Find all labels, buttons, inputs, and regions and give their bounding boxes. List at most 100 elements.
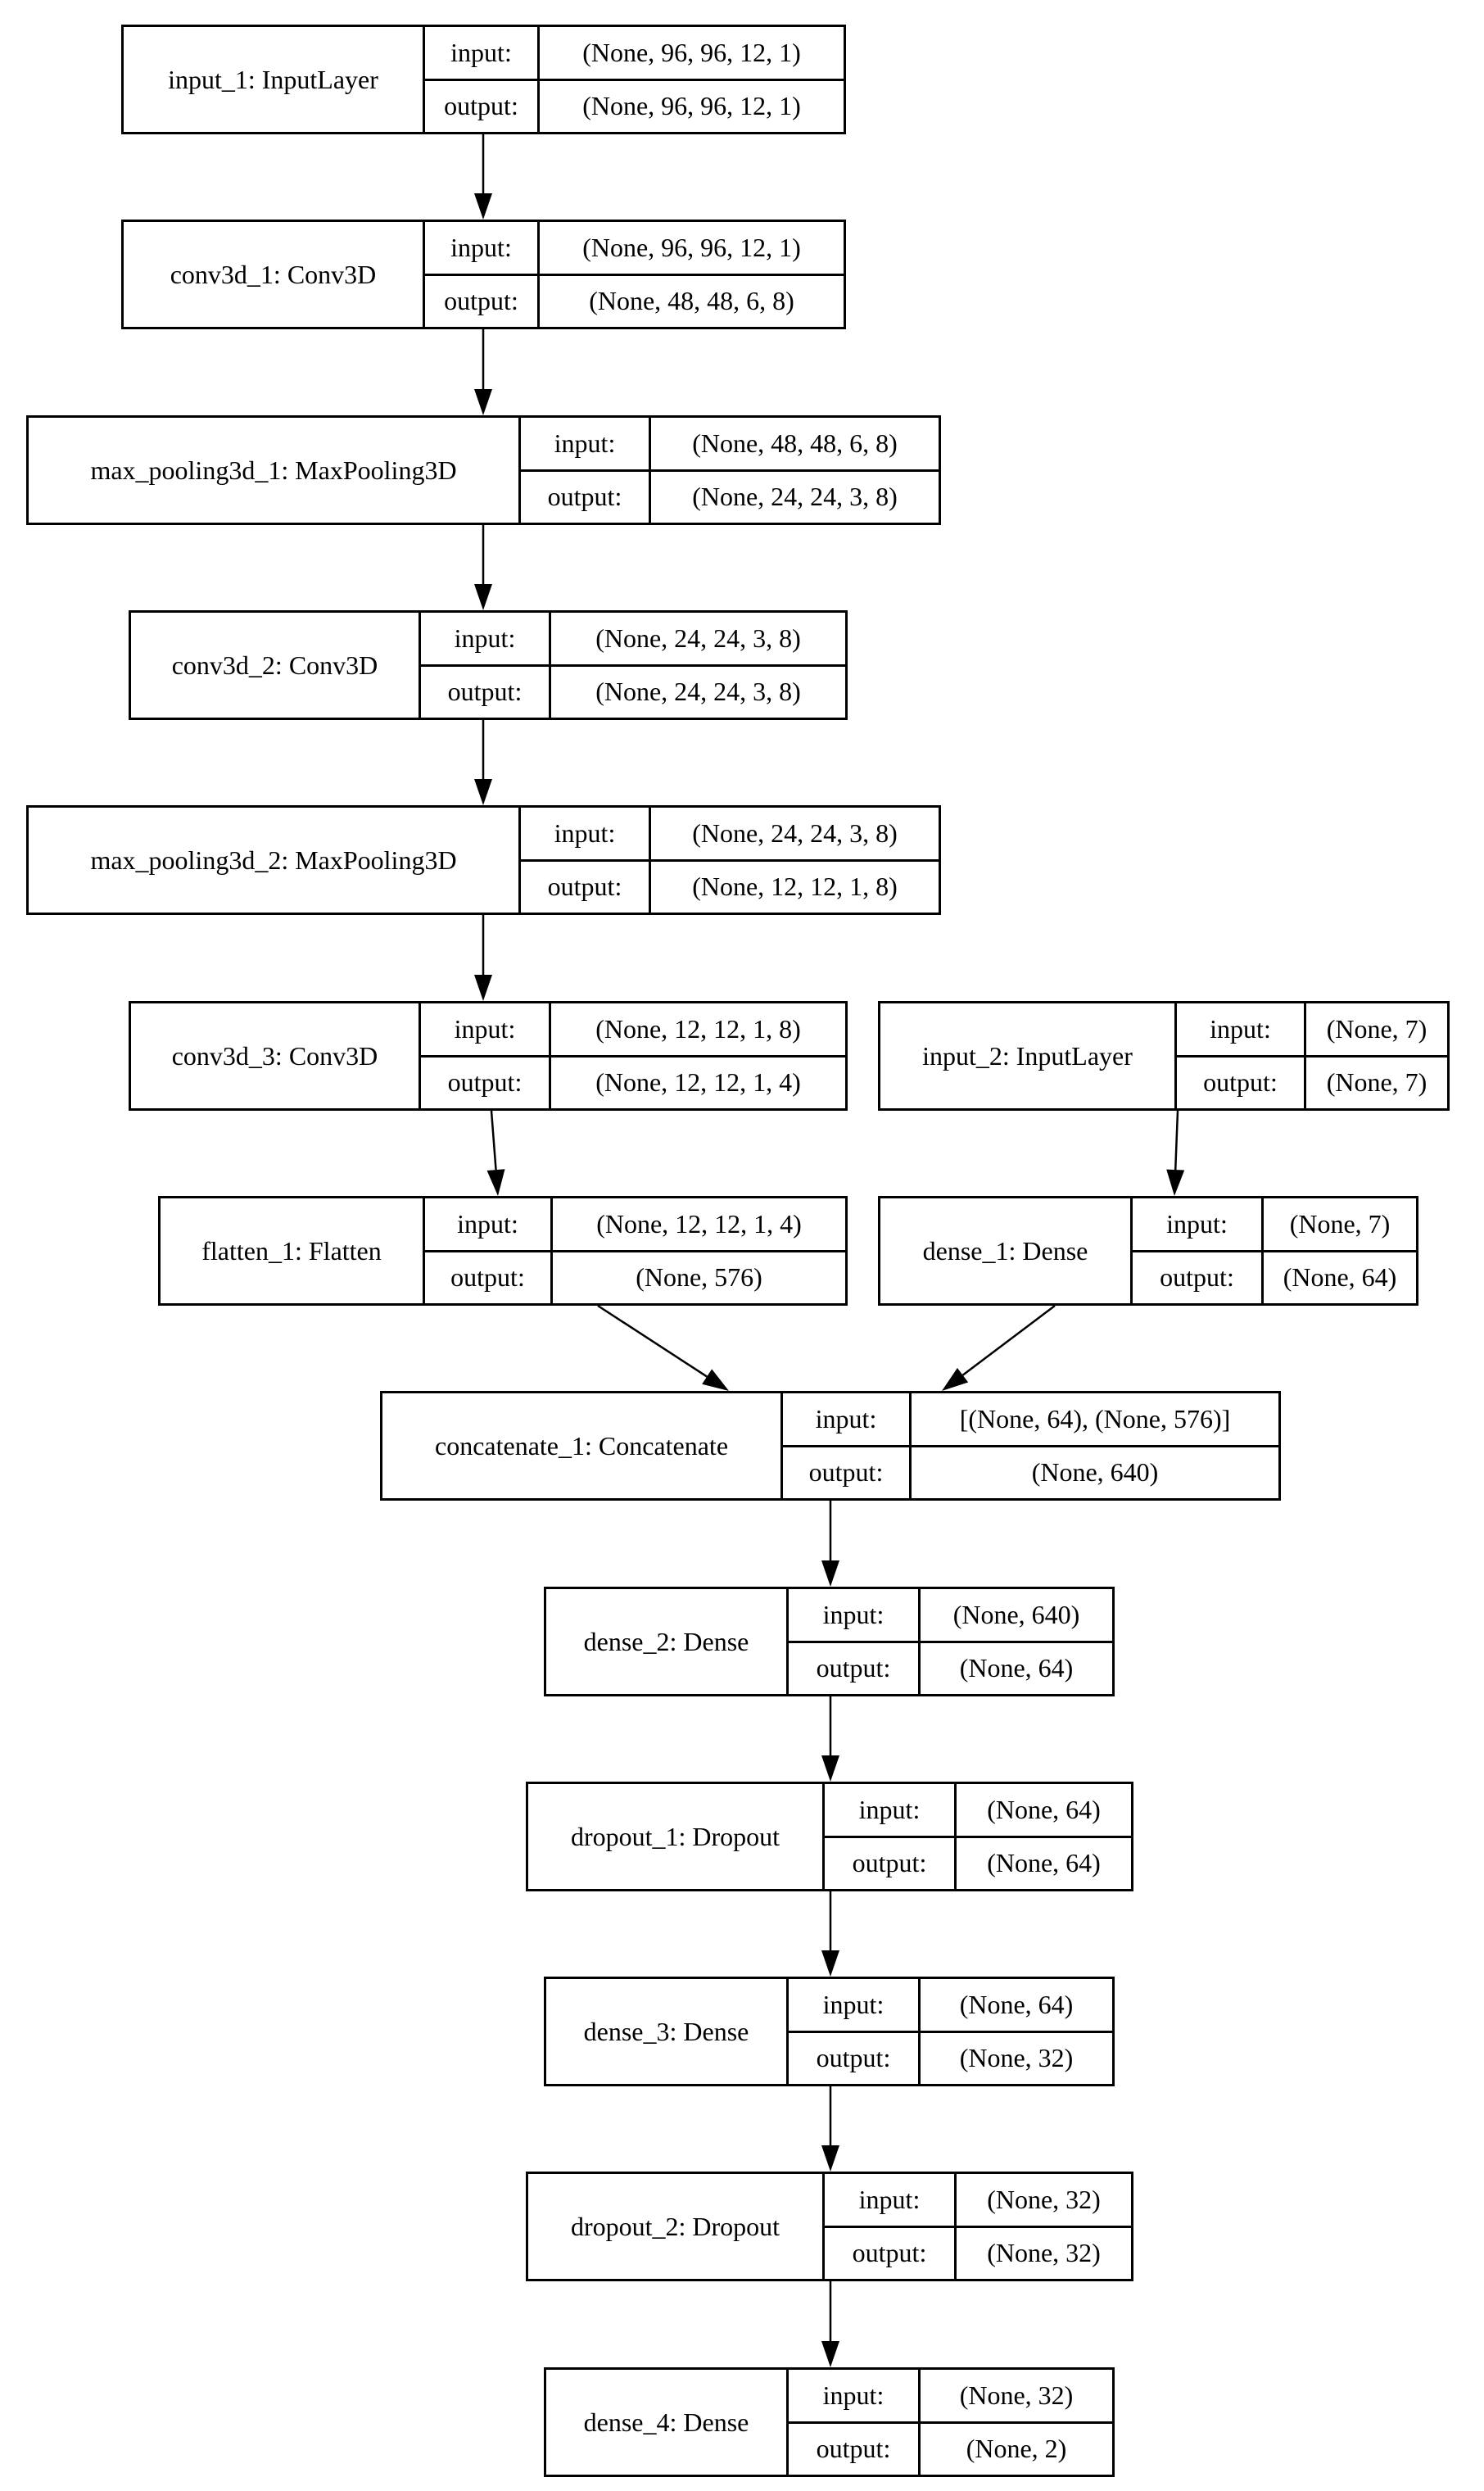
layer-node-conv3d_1: conv3d_1: Conv3D input: (None, 96, 96, 1…	[121, 220, 846, 329]
input-row: input: (None, 7)	[1133, 1198, 1416, 1250]
input-row: input: (None, 96, 96, 12, 1)	[425, 222, 844, 274]
output-row: output: (None, 12, 12, 1, 8)	[521, 858, 939, 913]
input-label: input:	[825, 1784, 957, 1836]
input-label: input:	[783, 1393, 912, 1445]
output-label: output:	[425, 1252, 553, 1303]
edge-max_pooling3d_1-to-conv3d_2	[474, 525, 492, 610]
output-shape: (None, 24, 24, 3, 8)	[692, 482, 898, 512]
layer-node-conv3d_3: conv3d_3: Conv3D input: (None, 12, 12, 1…	[129, 1001, 848, 1111]
input-label: input:	[825, 2174, 957, 2226]
output-label: output:	[789, 1642, 921, 1694]
input-shape: (None, 12, 12, 1, 8)	[595, 1013, 801, 1044]
arrowhead-icon	[474, 975, 492, 1001]
layer-node-dense_3: dense_3: Dense input: (None, 64) output:…	[544, 1977, 1115, 2086]
arrowhead-icon	[474, 584, 492, 610]
input-row: input: (None, 640)	[789, 1589, 1112, 1641]
input-label: input:	[521, 418, 651, 469]
io-block: input: (None, 12, 12, 1, 4) output: (Non…	[425, 1198, 845, 1303]
arrowhead-icon	[821, 1560, 839, 1587]
input-row: input: (None, 48, 48, 6, 8)	[521, 418, 939, 469]
input-label: input:	[425, 222, 540, 274]
layer-name: dense_1: Dense	[880, 1198, 1133, 1303]
layer-name: input_1: InputLayer	[124, 27, 425, 132]
input-label: input:	[789, 1979, 921, 2031]
input-shape: (None, 7)	[1326, 1013, 1427, 1044]
io-block: input: (None, 7) output: (None, 64)	[1133, 1198, 1416, 1303]
output-row: output: (None, 640)	[783, 1444, 1278, 1498]
input-label: input:	[1133, 1198, 1264, 1250]
io-block: input: [(None, 64), (None, 576)] output:…	[783, 1393, 1278, 1498]
io-block: input: (None, 96, 96, 12, 1) output: (No…	[425, 222, 844, 327]
layer-name: concatenate_1: Concatenate	[382, 1393, 783, 1498]
edge-conv3d_1-to-max_pooling3d_1	[474, 329, 492, 415]
input-label: input:	[1177, 1003, 1306, 1055]
output-label: output:	[425, 80, 540, 132]
layer-node-dropout_2: dropout_2: Dropout input: (None, 32) out…	[526, 2172, 1133, 2281]
arrowhead-icon	[474, 389, 492, 415]
io-block: input: (None, 32) output: (None, 32)	[825, 2174, 1131, 2279]
io-block: input: (None, 32) output: (None, 2)	[789, 2370, 1112, 2475]
output-label: output:	[425, 275, 540, 327]
layer-node-input_1: input_1: InputLayer input: (None, 96, 96…	[121, 25, 846, 134]
layer-name: max_pooling3d_2: MaxPooling3D	[29, 808, 521, 913]
layer-name: dropout_2: Dropout	[528, 2174, 825, 2279]
io-block: input: (None, 96, 96, 12, 1) output: (No…	[425, 27, 844, 132]
layer-name: dense_3: Dense	[546, 1979, 789, 2084]
input-shape: (None, 32)	[987, 2184, 1101, 2214]
output-shape: (None, 64)	[959, 1653, 1074, 1683]
layer-node-dropout_1: dropout_1: Dropout input: (None, 64) out…	[526, 1782, 1133, 1891]
input-shape: (None, 12, 12, 1, 4)	[596, 1208, 802, 1239]
io-block: input: (None, 24, 24, 3, 8) output: (Non…	[421, 613, 845, 718]
layer-name: input_2: InputLayer	[880, 1003, 1177, 1108]
input-row: input: (None, 96, 96, 12, 1)	[425, 27, 844, 79]
layer-name: dense_4: Dense	[546, 2370, 789, 2475]
output-shape: (None, 64)	[1283, 1262, 1397, 1293]
arrowhead-icon	[821, 2145, 839, 2172]
arrowhead-icon	[1166, 1169, 1185, 1196]
output-label: output:	[521, 471, 651, 523]
layer-node-input_2: input_2: InputLayer input: (None, 7) out…	[878, 1001, 1450, 1111]
input-shape: (None, 96, 96, 12, 1)	[582, 232, 801, 262]
edge-dense_3-to-dropout_2	[821, 2086, 839, 2172]
output-shape: (None, 24, 24, 3, 8)	[595, 677, 801, 707]
output-shape: (None, 640)	[1031, 1457, 1159, 1488]
output-row: output: (None, 24, 24, 3, 8)	[421, 664, 845, 718]
io-block: input: (None, 7) output: (None, 7)	[1177, 1003, 1447, 1108]
layer-node-dense_2: dense_2: Dense input: (None, 640) output…	[544, 1587, 1115, 1696]
input-row: input: (None, 64)	[825, 1784, 1131, 1836]
input-shape: (None, 7)	[1289, 1208, 1391, 1239]
arrowhead-icon	[702, 1369, 729, 1391]
input-shape: (None, 32)	[959, 2380, 1074, 2410]
layer-node-max_pooling3d_1: max_pooling3d_1: MaxPooling3D input: (No…	[26, 415, 941, 525]
edge-concatenate_1-to-dense_2	[821, 1501, 839, 1587]
output-shape: (None, 12, 12, 1, 8)	[692, 872, 898, 902]
output-label: output:	[1133, 1252, 1264, 1303]
output-row: output: (None, 2)	[789, 2421, 1112, 2475]
edge-dense_2-to-dropout_1	[821, 1696, 839, 1782]
edge-input_2-to-dense_1	[1166, 1110, 1185, 1196]
layer-node-dense_4: dense_4: Dense input: (None, 32) output:…	[544, 2367, 1115, 2477]
output-shape: (None, 32)	[987, 2238, 1101, 2268]
input-label: input:	[425, 27, 540, 79]
layer-node-dense_1: dense_1: Dense input: (None, 7) output: …	[878, 1196, 1418, 1306]
output-label: output:	[421, 1057, 551, 1108]
edge-dropout_1-to-dense_3	[821, 1891, 839, 1977]
edge-input_1-to-conv3d_1	[474, 134, 492, 220]
edge-dense_1-to-concatenate_1	[942, 1305, 1056, 1391]
input-row: input: (None, 7)	[1177, 1003, 1447, 1055]
input-row: input: (None, 32)	[789, 2370, 1112, 2421]
layer-node-max_pooling3d_2: max_pooling3d_2: MaxPooling3D input: (No…	[26, 805, 941, 915]
output-shape: (None, 7)	[1326, 1067, 1427, 1098]
layer-name: conv3d_1: Conv3D	[124, 222, 425, 327]
output-row: output: (None, 32)	[825, 2225, 1131, 2279]
output-row: output: (None, 12, 12, 1, 4)	[421, 1054, 845, 1108]
output-row: output: (None, 7)	[1177, 1054, 1447, 1108]
output-row: output: (None, 64)	[789, 1640, 1112, 1694]
edge-conv3d_2-to-max_pooling3d_2	[474, 720, 492, 805]
output-label: output:	[789, 2423, 921, 2475]
layer-name: dropout_1: Dropout	[528, 1784, 825, 1889]
output-row: output: (None, 48, 48, 6, 8)	[425, 273, 844, 327]
io-block: input: (None, 48, 48, 6, 8) output: (Non…	[521, 418, 939, 523]
